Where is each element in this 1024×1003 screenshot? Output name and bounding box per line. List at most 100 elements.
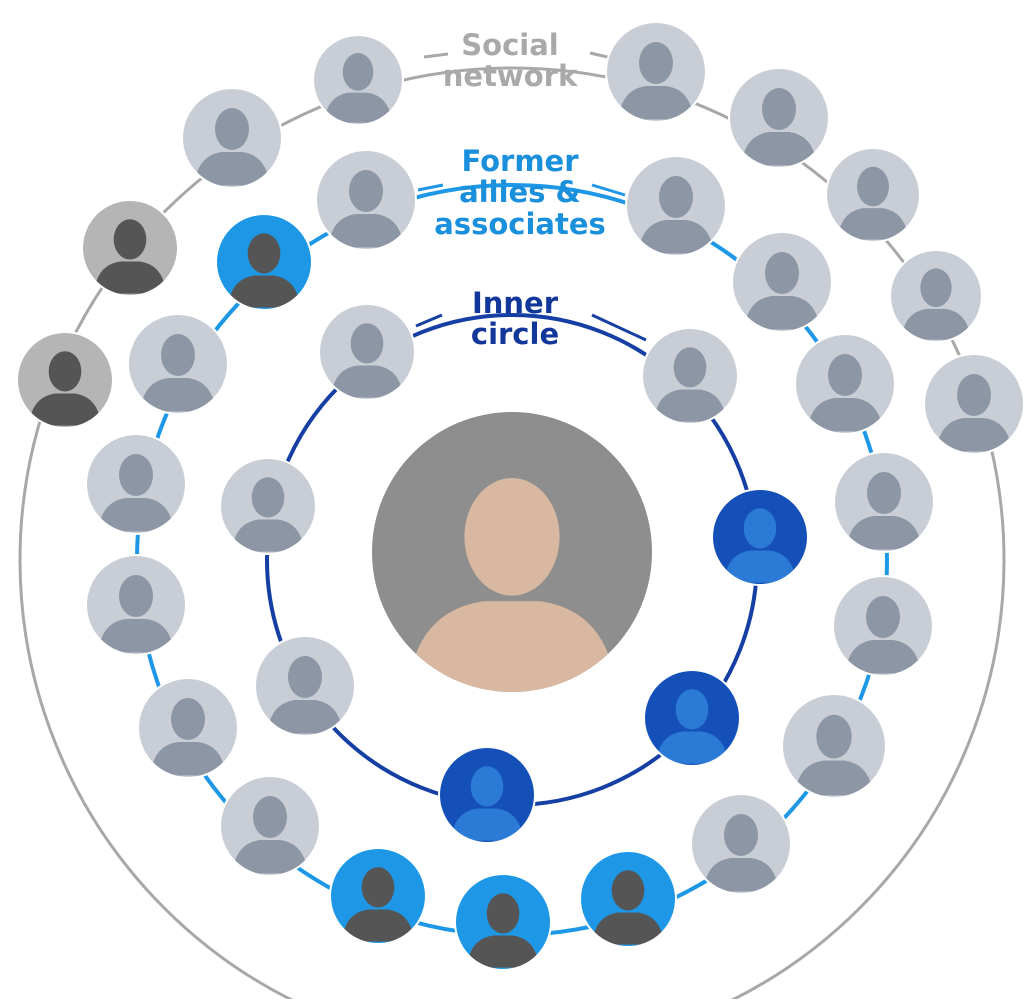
former-label-connector-right xyxy=(591,183,626,197)
silhouette-shoulders xyxy=(324,92,392,123)
inner-node-3-photo xyxy=(254,635,356,737)
silhouette-shoulders xyxy=(467,935,539,968)
former-node-8-person-placeholder-icon xyxy=(329,847,427,945)
silhouette-head xyxy=(342,53,374,91)
inner-node-1-photo xyxy=(318,303,416,401)
silhouette-shoulders xyxy=(807,398,883,432)
silhouette-head xyxy=(161,334,195,376)
silhouette-head xyxy=(673,347,707,388)
silhouette-shoulders xyxy=(703,858,779,892)
silhouette-head xyxy=(957,374,991,416)
inner-node-5-person-placeholder-icon xyxy=(643,669,741,767)
silhouette-head xyxy=(349,170,383,212)
silhouette-shoulders xyxy=(846,516,922,550)
inner-node-6-person-placeholder-icon xyxy=(711,488,809,586)
silhouette-shoulders xyxy=(150,742,226,776)
social-node-4-person-placeholder-icon xyxy=(16,331,114,429)
former-node-15-photo xyxy=(794,333,896,435)
silhouette-shoulders xyxy=(407,601,617,692)
silhouette-head xyxy=(867,472,901,514)
silhouette-shoulders xyxy=(741,132,817,166)
former-node-7-photo xyxy=(219,775,321,877)
silhouette-head xyxy=(743,508,777,549)
social-ring xyxy=(18,66,1006,1003)
former-node-11-photo xyxy=(690,793,792,895)
silhouette-head xyxy=(464,478,560,596)
silhouette-shoulders xyxy=(29,393,101,426)
silhouette-head xyxy=(675,689,709,730)
silhouette-shoulders xyxy=(837,208,909,240)
silhouette-shoulders xyxy=(140,378,216,412)
former-label-line2: allies & xyxy=(459,175,581,210)
social-node-5-photo xyxy=(605,21,707,123)
silhouette-head xyxy=(247,233,281,274)
silhouette-shoulders xyxy=(194,152,270,186)
inner-circle-label: Inner circle xyxy=(440,287,590,351)
silhouette-shoulders xyxy=(98,619,174,653)
silhouette-head xyxy=(724,814,758,856)
inner-node-4-person-placeholder-icon xyxy=(438,746,536,844)
silhouette-shoulders xyxy=(451,808,523,841)
social-node-1-photo xyxy=(312,34,404,126)
silhouette-head xyxy=(113,219,147,260)
silhouette-head xyxy=(119,575,153,617)
former-allies-label: Former allies & associates xyxy=(420,144,620,241)
social-network-label: Social network xyxy=(430,28,590,94)
former-node-12-photo xyxy=(781,693,887,799)
silhouette-shoulders xyxy=(228,275,300,308)
silhouette-shoulders xyxy=(744,296,820,330)
silhouette-shoulders xyxy=(901,308,971,340)
social-label-line1: Social xyxy=(461,28,559,62)
social-node-3-person-placeholder-icon xyxy=(81,199,179,297)
silhouette-shoulders xyxy=(592,912,664,945)
silhouette-head xyxy=(251,477,285,518)
former-label-line3: associates xyxy=(434,206,606,241)
former-node-1-photo xyxy=(315,149,417,251)
former-node-10-person-placeholder-icon xyxy=(579,850,677,948)
inner-label-connector-right xyxy=(591,313,647,342)
silhouette-shoulders xyxy=(94,261,166,294)
silhouette-head xyxy=(659,176,693,218)
silhouette-head xyxy=(350,323,384,364)
silhouette-head xyxy=(215,108,249,150)
social-node-2-photo xyxy=(181,87,283,189)
social-label-connector-left xyxy=(423,52,449,59)
silhouette-head xyxy=(470,766,504,807)
silhouette-head xyxy=(920,268,952,308)
silhouette-head xyxy=(288,656,322,698)
former-node-17-photo xyxy=(625,155,727,257)
silhouette-shoulders xyxy=(654,389,726,422)
silhouette-shoulders xyxy=(795,760,873,796)
former-node-5-photo xyxy=(85,554,187,656)
silhouette-shoulders xyxy=(618,86,694,120)
former-node-9-person-placeholder-icon xyxy=(454,873,552,971)
silhouette-shoulders xyxy=(656,731,728,764)
silhouette-shoulders xyxy=(267,700,343,734)
inner-node-7-photo xyxy=(641,327,739,425)
former-label-line1: Former xyxy=(461,144,579,178)
silhouette-shoulders xyxy=(331,365,403,398)
social-label-line2: network xyxy=(442,59,578,94)
center-node xyxy=(372,412,652,692)
silhouette-shoulders xyxy=(724,550,796,583)
silhouette-shoulders xyxy=(232,840,308,874)
silhouette-head xyxy=(119,454,153,496)
silhouette-head xyxy=(828,354,862,396)
silhouette-shoulders xyxy=(342,909,414,942)
nodes xyxy=(16,21,1024,971)
silhouette-head xyxy=(253,796,287,838)
silhouette-head xyxy=(639,42,673,84)
former-node-4-photo xyxy=(85,433,187,535)
silhouette-head xyxy=(171,698,205,740)
silhouette-head xyxy=(361,867,395,908)
silhouette-shoulders xyxy=(936,418,1012,452)
silhouette-head xyxy=(765,252,799,294)
social-node-6-photo xyxy=(728,67,830,169)
silhouette-shoulders xyxy=(638,220,714,254)
former-label-connector-left xyxy=(417,183,444,192)
silhouette-head xyxy=(857,166,889,207)
former-node-16-photo xyxy=(731,231,833,333)
former-node-6-photo xyxy=(137,677,239,779)
